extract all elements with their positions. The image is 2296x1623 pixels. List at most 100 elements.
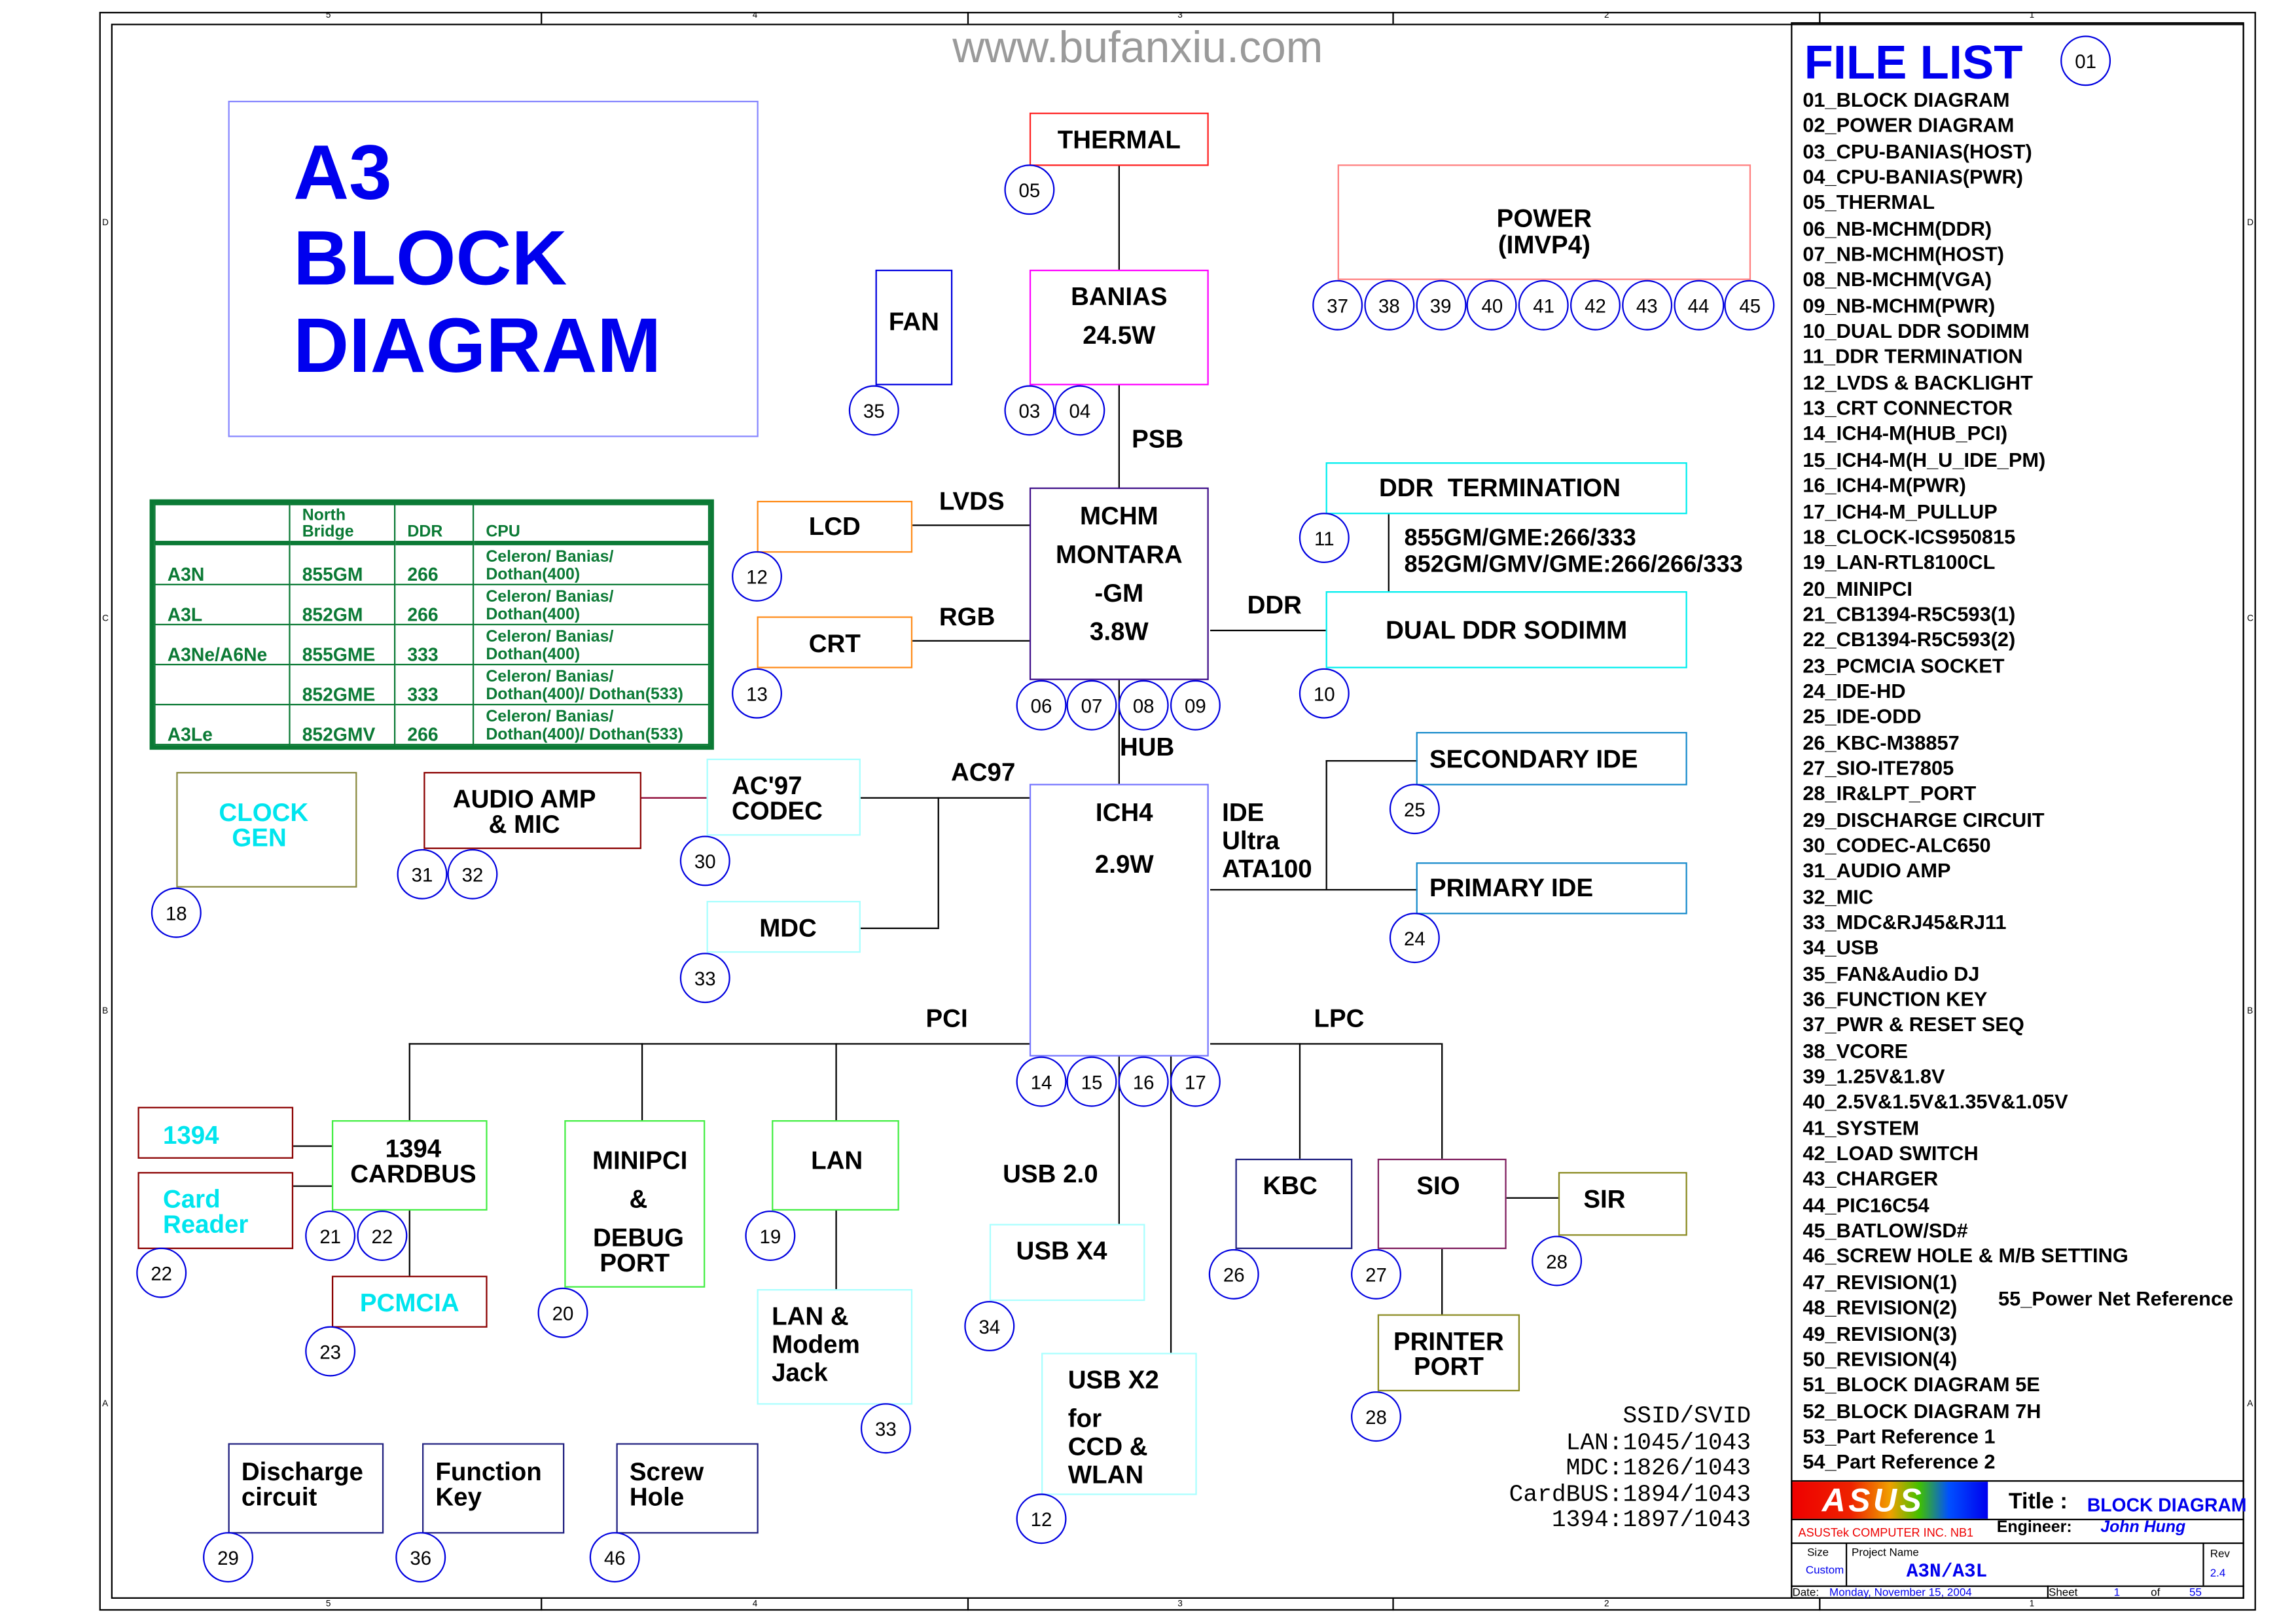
card-reader-block[interactable] — [137, 1172, 294, 1249]
file-list-item[interactable]: 34_USB — [1803, 937, 1879, 960]
file-list-item[interactable]: 01_BLOCK DIAGRAM — [1803, 88, 2010, 111]
secondary-ide-block[interactable] — [1416, 732, 1687, 786]
page-ref-circle[interactable]: 08 — [1118, 680, 1169, 731]
page-ref-circle[interactable]: 42 — [1570, 280, 1621, 331]
file-list-item[interactable]: 20_MINIPCI — [1803, 577, 1912, 600]
page-ref-circle[interactable]: 28 — [1532, 1235, 1583, 1286]
file-list-item[interactable]: 06_NB-MCHM(DDR) — [1803, 217, 1992, 240]
page-ref-circle[interactable]: 21 — [305, 1211, 356, 1261]
ddr-termination-block[interactable] — [1325, 462, 1687, 515]
page-ref-circle[interactable]: 41 — [1518, 280, 1570, 331]
lcd-block[interactable] — [757, 500, 913, 553]
file-list-item[interactable]: 53_Part Reference 1 — [1803, 1425, 1996, 1448]
file-list-item[interactable]: 19_LAN-RTL8100CL — [1803, 551, 1996, 574]
file-list-item[interactable]: 33_MDC&RJ45&RJ11 — [1803, 911, 2007, 934]
page-ref-circle[interactable]: 40 — [1467, 280, 1518, 331]
audio-amp-block[interactable] — [423, 772, 641, 849]
page-ref-circle[interactable]: 12 — [1016, 1493, 1067, 1544]
file-list-item[interactable]: 05_THERMAL — [1803, 191, 1935, 214]
file-list-item[interactable]: 41_SYSTEM — [1803, 1116, 1920, 1139]
page-ref-circle[interactable]: 35 — [848, 385, 899, 436]
page-ref-circle[interactable]: 20 — [537, 1287, 588, 1338]
page-ref-circle[interactable]: 33 — [679, 953, 730, 1004]
primary-ide-block[interactable] — [1416, 862, 1687, 915]
file-list-item[interactable]: 26_KBC-M38857 — [1803, 731, 1960, 754]
page-ref-circle[interactable]: 07 — [1066, 680, 1117, 731]
page-ref-circle[interactable]: 06 — [1016, 680, 1067, 731]
page-ref-circle[interactable]: 04 — [1054, 385, 1105, 436]
file-list-item[interactable]: 39_1.25V&1.8V — [1803, 1065, 1945, 1088]
file-list-item[interactable]: 09_NB-MCHM(PWR) — [1803, 294, 1996, 317]
file-list-item[interactable]: 52_BLOCK DIAGRAM 7H — [1803, 1399, 2041, 1422]
file-list-item[interactable]: 23_PCMCIA SOCKET — [1803, 654, 2005, 677]
mdc-block[interactable] — [706, 901, 861, 953]
page-ref-circle[interactable]: 17 — [1170, 1056, 1221, 1107]
page-ref-circle[interactable]: 11 — [1299, 513, 1350, 564]
page-ref-circle[interactable]: 26 — [1208, 1249, 1259, 1300]
file-list-item[interactable]: 43_CHARGER — [1803, 1168, 1939, 1191]
ac97-codec-block[interactable] — [706, 758, 861, 836]
page-ref-circle[interactable]: 28 — [1351, 1391, 1401, 1442]
page-ref-circle[interactable]: 22 — [136, 1247, 187, 1298]
lan-modem-jack-block[interactable] — [757, 1288, 913, 1405]
kbc-block[interactable] — [1235, 1158, 1353, 1249]
file-list-item[interactable]: 04_CPU-BANIAS(PWR) — [1803, 166, 2024, 189]
page-ref-circle[interactable]: 27 — [1351, 1249, 1401, 1300]
usb-x2-block[interactable] — [1041, 1353, 1197, 1495]
file-list-item[interactable]: 36_FUNCTION KEY — [1803, 988, 1988, 1011]
file-list-item[interactable]: 42_LOAD SWITCH — [1803, 1142, 1979, 1165]
file-list-item[interactable]: 35_FAN&Audio DJ — [1803, 962, 1980, 985]
lan-block[interactable] — [772, 1120, 899, 1211]
page-ref-circle[interactable]: 44 — [1673, 280, 1724, 331]
usb-x4-block[interactable] — [989, 1224, 1145, 1302]
file-list-item[interactable]: 31_AUDIO AMP — [1803, 860, 1951, 883]
page-ref-circle[interactable]: 36 — [395, 1532, 446, 1583]
sio-block[interactable] — [1377, 1158, 1507, 1249]
file-list-item[interactable]: 07_NB-MCHM(HOST) — [1803, 243, 2004, 266]
file-list-item[interactable]: 14_ICH4-M(HUB_PCI) — [1803, 423, 2008, 446]
page-ref-circle[interactable]: 16 — [1118, 1056, 1169, 1107]
file-list-item[interactable]: 37_PWR & RESET SEQ — [1803, 1013, 2024, 1036]
file-list-item[interactable]: 25_IDE-ODD — [1803, 705, 1922, 728]
file-list-item[interactable]: 54_Part Reference 2 — [1803, 1451, 1996, 1474]
cardbus-block[interactable] — [331, 1120, 488, 1211]
page-ref-circle[interactable]: 10 — [1299, 668, 1350, 719]
file-list-item[interactable]: 30_CODEC-ALC650 — [1803, 834, 1991, 857]
file-list-item[interactable]: 27_SIO-ITE7805 — [1803, 757, 1954, 780]
file-list-item[interactable]: 28_IR&LPT_PORT — [1803, 782, 1977, 805]
file-list-item[interactable]: 40_2.5V&1.5V&1.35V&1.05V — [1803, 1091, 2068, 1114]
page-ref-circle[interactable]: 29 — [203, 1532, 254, 1583]
file-list-item[interactable]: 51_BLOCK DIAGRAM 5E — [1803, 1374, 2040, 1396]
page-ref-circle[interactable]: 09 — [1170, 680, 1221, 731]
clock-gen-block[interactable] — [176, 772, 357, 888]
file-list-item[interactable]: 45_BATLOW/SD# — [1803, 1219, 1968, 1242]
page-ref-circle[interactable]: 24 — [1389, 913, 1440, 964]
file-list-item[interactable]: 44_PIC16C54 — [1803, 1194, 1929, 1216]
1394-block[interactable] — [137, 1106, 294, 1159]
printer-port-block[interactable] — [1377, 1314, 1520, 1392]
page-ref-circle[interactable]: 19 — [745, 1211, 796, 1261]
ich4-block[interactable] — [1029, 784, 1209, 1057]
minipci-block[interactable] — [564, 1120, 706, 1288]
page-ref-circle[interactable]: 12 — [732, 551, 782, 602]
fan-block[interactable] — [875, 269, 953, 386]
screw-hole-block[interactable] — [616, 1443, 759, 1534]
page-ref-circle[interactable]: 33 — [860, 1403, 911, 1454]
file-list-item[interactable]: 13_CRT CONNECTOR — [1803, 397, 2013, 420]
file-list-item[interactable]: 22_CB1394-R5C593(2) — [1803, 629, 2016, 651]
page-ref-circle[interactable]: 45 — [1725, 280, 1776, 331]
banias-block[interactable] — [1029, 269, 1209, 386]
file-list-item[interactable]: 48_REVISION(2) — [1803, 1296, 1958, 1319]
page-ref-circle[interactable]: 03 — [1004, 385, 1055, 436]
page-ref-circle[interactable]: 34 — [964, 1301, 1015, 1352]
file-list-item[interactable]: 02_POWER DIAGRAM — [1803, 115, 2015, 137]
pcmcia-block[interactable] — [331, 1275, 488, 1328]
page-ref-circle[interactable]: 18 — [151, 887, 202, 938]
file-list-item[interactable]: 11_DDR TERMINATION — [1803, 346, 2023, 369]
file-list-item[interactable]: 46_SCREW HOLE & M/B SETTING — [1803, 1245, 2128, 1268]
page-ref-circle[interactable]: 37 — [1312, 280, 1363, 331]
file-list-item[interactable]: 24_IDE-HD — [1803, 680, 1906, 702]
file-list-item[interactable]: 32_MIC — [1803, 885, 1874, 908]
file-list-item[interactable]: 08_NB-MCHM(VGA) — [1803, 268, 1992, 291]
file-list-page-ref[interactable]: 01 — [2060, 35, 2111, 86]
